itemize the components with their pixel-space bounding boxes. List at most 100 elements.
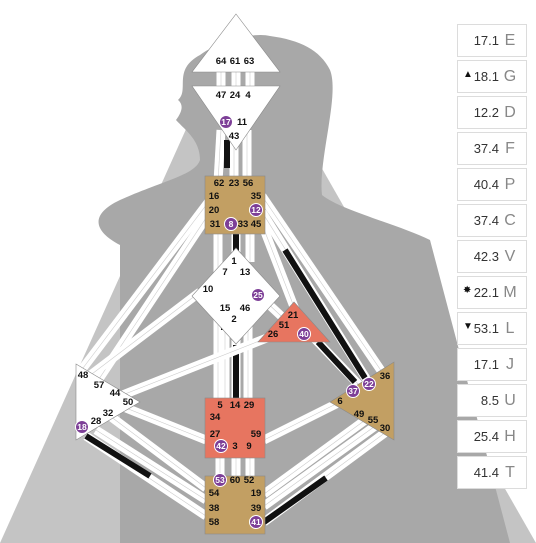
gate-62[interactable]: 62 xyxy=(214,178,225,189)
gate-25[interactable]: 25 xyxy=(251,288,265,302)
gate-34[interactable]: 34 xyxy=(210,412,221,423)
gate-57[interactable]: 57 xyxy=(94,380,105,391)
gate-14[interactable]: 14 xyxy=(230,400,241,411)
gate-1[interactable]: 1 xyxy=(231,256,237,267)
gate-13[interactable]: 13 xyxy=(240,267,251,278)
gate-41[interactable]: 41 xyxy=(249,515,263,529)
gate-50[interactable]: 50 xyxy=(123,397,134,408)
gate-59[interactable]: 59 xyxy=(251,429,262,440)
channel-28-38[interactable] xyxy=(93,426,209,504)
gate-35[interactable]: 35 xyxy=(251,191,262,202)
gate-52[interactable]: 52 xyxy=(244,475,255,486)
gate-27[interactable]: 27 xyxy=(210,429,221,440)
gate-61[interactable]: 61 xyxy=(230,56,241,67)
gate-38[interactable]: 38 xyxy=(209,503,220,514)
channel-49-19[interactable] xyxy=(261,414,371,498)
g-center[interactable] xyxy=(191,247,281,345)
gate-40[interactable]: 40 xyxy=(297,327,311,341)
gate-42[interactable]: 42 xyxy=(214,439,228,453)
channel-16-48[interactable] xyxy=(76,197,214,375)
gate-23[interactable]: 23 xyxy=(229,178,240,189)
gate-18[interactable]: 18 xyxy=(75,420,89,434)
gate-46[interactable]: 46 xyxy=(240,303,251,314)
gate-47[interactable]: 47 xyxy=(216,90,227,101)
gate-22[interactable]: 22 xyxy=(362,377,376,391)
gate-33[interactable]: 33 xyxy=(238,219,249,230)
channel-18-58[interactable] xyxy=(83,432,209,520)
gate-16[interactable]: 16 xyxy=(209,191,220,202)
gate-29[interactable]: 29 xyxy=(244,400,255,411)
channel-35-36[interactable] xyxy=(258,193,386,375)
ajna-center[interactable] xyxy=(191,85,281,151)
channel-30-41[interactable] xyxy=(261,428,389,526)
gate-3[interactable]: 3 xyxy=(232,441,237,452)
gate-19[interactable]: 19 xyxy=(251,488,262,499)
channel-32-54[interactable] xyxy=(107,412,209,492)
gate-9[interactable]: 9 xyxy=(246,441,251,452)
gate-45[interactable]: 45 xyxy=(251,219,262,230)
channel-outline xyxy=(261,195,383,373)
gate-56[interactable]: 56 xyxy=(243,178,254,189)
gate-64[interactable]: 64 xyxy=(216,56,227,67)
gate-21[interactable]: 21 xyxy=(288,310,299,321)
channel-59-6[interactable] xyxy=(261,397,343,445)
gate-49[interactable]: 49 xyxy=(354,409,365,420)
channel-55-39[interactable] xyxy=(261,420,381,510)
gate-51[interactable]: 51 xyxy=(279,320,290,331)
gate-2[interactable]: 2 xyxy=(231,314,236,325)
channel-45-21[interactable] xyxy=(257,222,301,314)
head-center[interactable] xyxy=(191,13,281,73)
gate-58[interactable]: 58 xyxy=(209,517,220,528)
gate-36[interactable]: 36 xyxy=(380,371,391,382)
gate-15[interactable]: 15 xyxy=(220,303,231,314)
channel-40-37[interactable] xyxy=(308,332,366,392)
gate-28[interactable]: 28 xyxy=(91,416,102,427)
gate-6[interactable]: 6 xyxy=(337,396,342,407)
gate-24[interactable]: 24 xyxy=(230,90,241,101)
gate-63[interactable]: 63 xyxy=(244,56,255,67)
gate-48[interactable]: 48 xyxy=(78,370,89,381)
heart-center[interactable] xyxy=(257,301,331,343)
gate-39[interactable]: 39 xyxy=(251,503,262,514)
solar-plexus-center[interactable] xyxy=(329,361,395,441)
gate-31[interactable]: 31 xyxy=(210,219,221,230)
gate-30[interactable]: 30 xyxy=(380,423,391,434)
gate-11[interactable]: 11 xyxy=(237,117,248,128)
channel-12-22[interactable] xyxy=(258,209,376,391)
spleen-center[interactable] xyxy=(75,363,141,441)
gate-4[interactable]: 4 xyxy=(245,90,251,101)
channel-50-27[interactable] xyxy=(114,399,208,445)
gate-54[interactable]: 54 xyxy=(209,488,220,499)
gate-60[interactable]: 60 xyxy=(230,475,241,486)
gate-55[interactable]: 55 xyxy=(368,415,379,426)
gate-17[interactable]: 17 xyxy=(219,115,233,129)
gate-8[interactable]: 8 xyxy=(224,217,238,231)
gate-20[interactable]: 20 xyxy=(209,205,220,216)
gate-12[interactable]: 12 xyxy=(249,203,263,217)
channel-17-62[interactable] xyxy=(213,129,226,183)
gate-10[interactable]: 10 xyxy=(203,284,214,295)
gate-32[interactable]: 32 xyxy=(103,408,114,419)
gate-37[interactable]: 37 xyxy=(346,384,360,398)
gate-44[interactable]: 44 xyxy=(110,388,121,399)
gate-53[interactable]: 53 xyxy=(213,473,227,487)
gate-5[interactable]: 5 xyxy=(217,400,223,411)
channel-10-57[interactable] xyxy=(81,288,203,384)
gate-7[interactable]: 7 xyxy=(222,267,227,278)
channel-26-44[interactable] xyxy=(118,327,284,401)
gate-26[interactable]: 26 xyxy=(268,329,279,340)
gate-43[interactable]: 43 xyxy=(229,131,240,142)
